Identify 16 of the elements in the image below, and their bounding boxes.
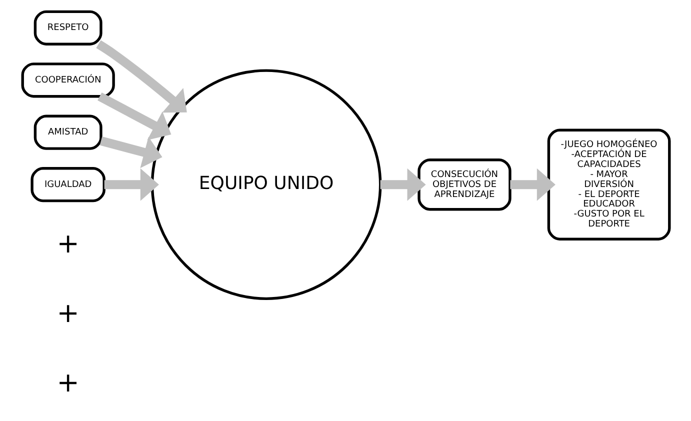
- arrow: [99, 136, 162, 168]
- node-box: RESPETO: [33, 10, 102, 46]
- node-box: COOPERACIÓN: [20, 62, 114, 98]
- arrow: [96, 40, 186, 113]
- node-box: CONSECUCIÓN OBJETIVOS DE APRENDIZAJE: [417, 158, 511, 211]
- label: +: [56, 298, 79, 329]
- node-box: -JUEGO HOMOGÉNEO -ACEPTACIÓN DE CAPACIDADES - MAYOR DIVERSIÓN - EL DEPORTE EDUCADOR -GUSTO POR EL DEPORTE: [546, 128, 670, 240]
- arrow: [380, 168, 426, 201]
- node-box: IGUALDAD: [30, 167, 105, 202]
- label: +: [56, 228, 79, 260]
- arrow: [97, 92, 171, 140]
- node-circle: EQUIPO UNIDO: [150, 69, 382, 300]
- arrow: [510, 168, 555, 201]
- node-box: AMISTAD: [33, 114, 102, 150]
- arrow: [104, 168, 158, 201]
- label: +: [56, 367, 79, 398]
